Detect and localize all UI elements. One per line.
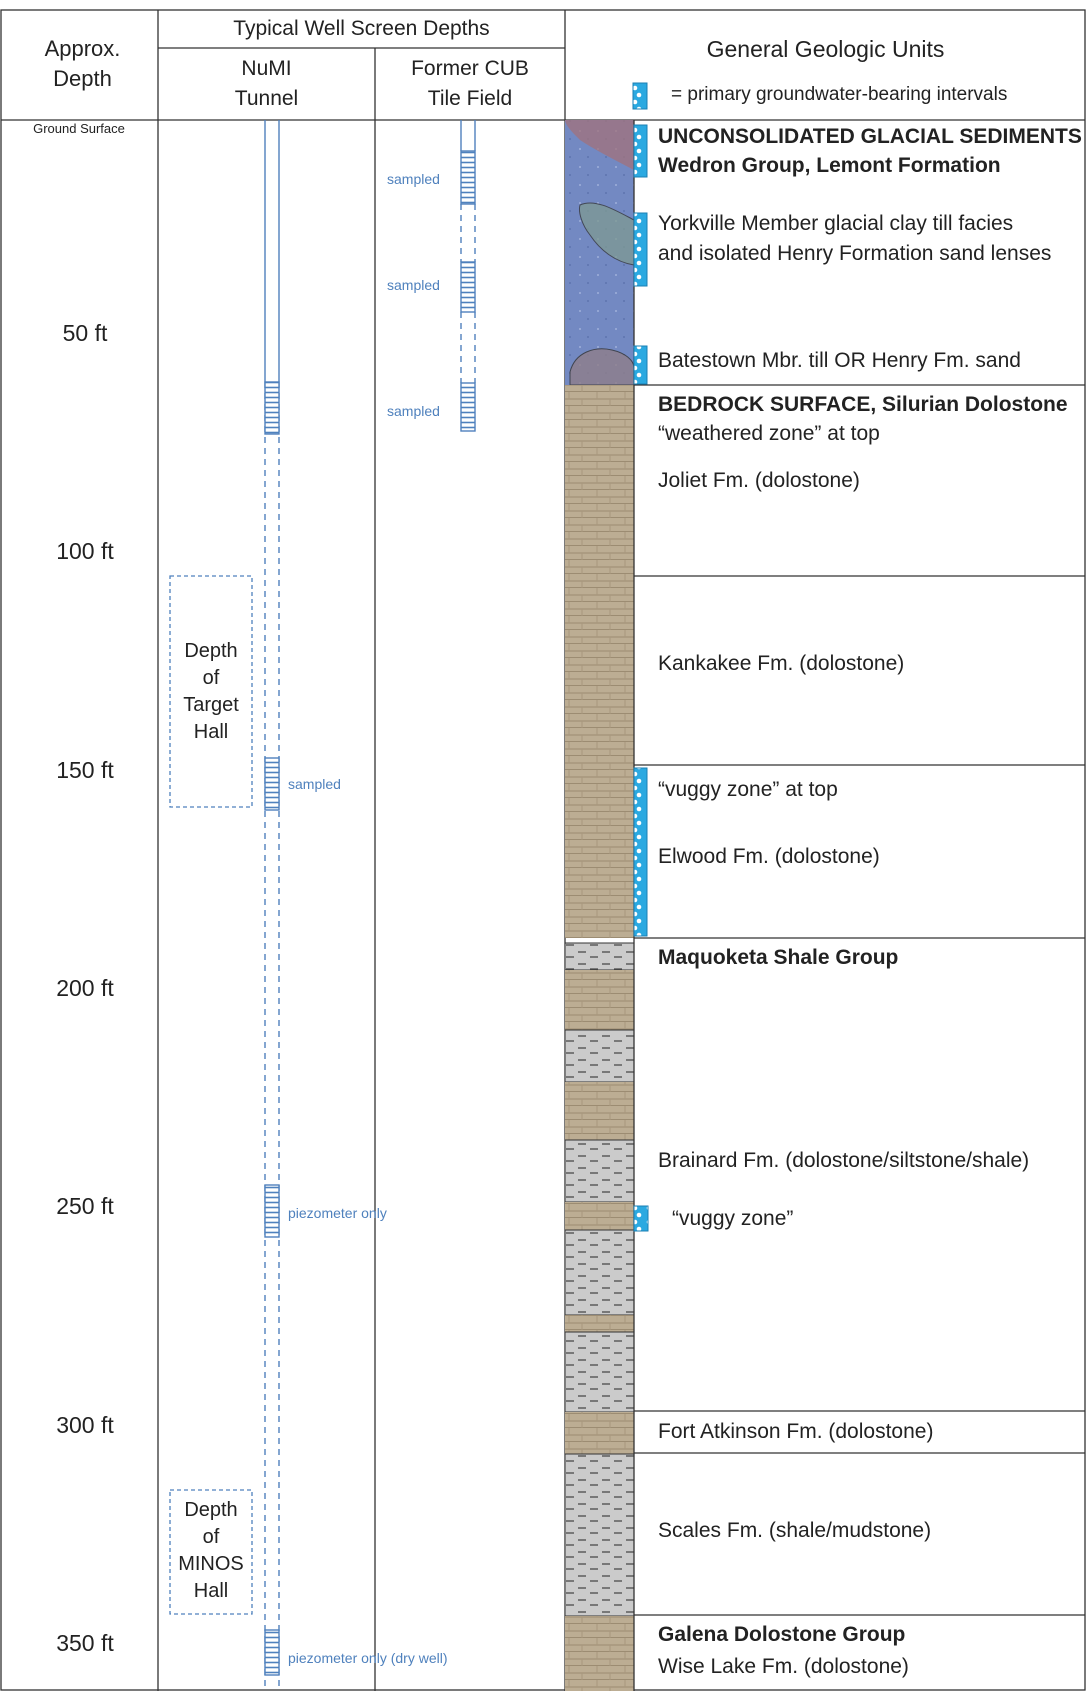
depth-tick-150: 150 ft — [56, 757, 114, 783]
well-screen-group-header: Typical Well Screen Depths — [233, 17, 490, 40]
numi-header-line2: Tunnel — [234, 87, 299, 110]
legend-text: = primary groundwater-bearing intervals — [671, 84, 1008, 105]
dolostone-band-1 — [565, 970, 634, 1030]
depth-header-line2: Depth — [53, 66, 112, 91]
numi-screen-shallow — [264, 381, 280, 435]
unit-glacial-group: Wedron Group, Lemont Formation — [658, 151, 1001, 180]
shale-band-4 — [564, 1229, 635, 1316]
unit-galena-text: Galena Dolostone Group — [658, 1623, 906, 1646]
depth-tick-200: 200 ft — [56, 975, 114, 1001]
minos-hall-box — [169, 1489, 253, 1615]
unit-yorkville-line2: and isolated Henry Formation sand lenses — [658, 242, 1052, 265]
depth-tick-300: 300 ft — [56, 1412, 114, 1438]
cub-column-header: Former CUB Tile Field — [375, 54, 565, 114]
unit-galena: Galena Dolostone Group — [658, 1620, 905, 1649]
depth-tick-350: 350 ft — [56, 1630, 114, 1656]
cub-screen-2 — [460, 261, 476, 313]
unit-maquoketa-text: Maquoketa Shale Group — [658, 946, 899, 969]
groundwater-marker-elwood — [633, 767, 648, 937]
numi-screen-piezometer-dry — [264, 1629, 280, 1676]
cub-header-line2: Tile Field — [427, 87, 513, 110]
minos-hall-line1: Depth — [184, 1499, 238, 1521]
target-hall-line2: of — [202, 667, 220, 689]
shale-band-5 — [564, 1331, 635, 1413]
unit-vuggy-zone: “vuggy zone” — [672, 1207, 794, 1230]
numi-piezometer-label: piezometer only — [288, 1205, 387, 1221]
depth-tick-250: 250 ft — [56, 1193, 114, 1219]
numi-sampled-label: sampled — [288, 776, 341, 792]
minos-hall-line3: MINOS — [178, 1553, 244, 1575]
unit-brainard: Brainard Fm. (dolostone/siltstone/shale) — [658, 1149, 1030, 1172]
cub-header-line1: Former CUB — [411, 57, 529, 80]
unit-kankakee: Kankakee Fm. (dolostone) — [658, 652, 905, 675]
unit-batestown: Batestown Mbr. till OR Henry Fm. sand — [658, 349, 1021, 372]
target-hall-line1: Depth — [184, 640, 238, 662]
numi-screen-piezometer — [264, 1184, 280, 1238]
sand-lens — [579, 202, 635, 266]
unit-joliet: Joliet Fm. (dolostone) — [658, 469, 860, 492]
dolostone-band-4 — [565, 1315, 634, 1332]
unit-glacial-title-text: UNCONSOLIDATED GLACIAL SEDIMENTS — [658, 125, 1082, 148]
numi-piezometer-dry-label: piezometer only (dry well) — [288, 1650, 448, 1666]
unit-yorkville-line1: Yorkville Member glacial clay till facie… — [658, 212, 1014, 235]
minos-hall-label: Depth of MINOS Hall — [170, 1497, 252, 1605]
depth-tick-50: 50 ft — [62, 320, 108, 346]
shale-band-3 — [564, 1139, 635, 1203]
unit-glacial-group-text: Wedron Group, Lemont Formation — [658, 154, 1001, 177]
groundwater-marker-yorkville — [633, 212, 648, 287]
target-hall-line4: Hall — [193, 721, 229, 743]
legend-groundwater-icon — [632, 82, 648, 110]
target-hall-box — [169, 575, 253, 808]
numi-screen-sampled — [264, 757, 280, 811]
unit-maquoketa: Maquoketa Shale Group — [658, 943, 898, 972]
unit-wise-lake: Wise Lake Fm. (dolostone) — [658, 1655, 909, 1678]
numi-header-line1: NuMI — [241, 57, 292, 80]
galena-dolostone-layer — [565, 1616, 634, 1691]
cub-sampled-label-1: sampled — [387, 171, 440, 187]
unit-scales: Scales Fm. (shale/mudstone) — [658, 1519, 932, 1542]
depth-tick-100: 100 ft — [56, 538, 114, 564]
minos-hall-line4: Hall — [193, 1580, 229, 1602]
unit-weathered-zone: “weathered zone” at top — [658, 422, 880, 445]
depth-column-header: Approx. Depth — [10, 34, 155, 94]
geologic-column — [564, 120, 635, 1691]
cub-sampled-label-3: sampled — [387, 403, 440, 419]
till-facies-lens — [565, 120, 634, 170]
numi-column-header: NuMI Tunnel — [158, 54, 375, 114]
minos-hall-line2: of — [202, 1526, 220, 1548]
target-hall-label: Depth of Target Hall — [170, 638, 252, 746]
target-hall-line3: Target — [183, 694, 239, 716]
numi-well — [264, 120, 280, 1691]
dolostone-band-3 — [565, 1202, 634, 1230]
cub-screen-1 — [460, 150, 476, 205]
shale-band-2 — [564, 1029, 635, 1083]
unit-glacial-title: UNCONSOLIDATED GLACIAL SEDIMENTS — [658, 122, 1082, 151]
geologic-units-header: General Geologic Units — [706, 36, 945, 62]
ground-surface-label: Ground Surface — [33, 121, 125, 136]
scales-shale-layer — [564, 1453, 635, 1617]
groundwater-marker-brainard-vuggy — [633, 1205, 649, 1232]
unit-bedrock-title: BEDROCK SURFACE, Silurian Dolostone — [658, 390, 1068, 419]
cub-sampled-label-2: sampled — [387, 277, 440, 293]
cub-well — [460, 120, 476, 432]
groundwater-marker-batestown — [633, 345, 648, 385]
dolostone-layer-silurian — [565, 385, 634, 938]
groundwater-interval-markers — [632, 82, 649, 1232]
fort-atkinson-dolostone-layer — [565, 1412, 634, 1454]
shale-band-1 — [564, 942, 635, 971]
dolostone-band-2 — [565, 1082, 634, 1140]
unit-bedrock-title-text: BEDROCK SURFACE, Silurian Dolostone — [658, 393, 1068, 416]
groundwater-marker-glacial-top — [633, 124, 648, 178]
unit-fort-atkinson: Fort Atkinson Fm. (dolostone) — [658, 1420, 934, 1443]
depth-header-line1: Approx. — [44, 36, 121, 61]
unit-vuggy-top: “vuggy zone” at top — [658, 778, 838, 801]
cub-screen-3 — [460, 382, 476, 432]
unit-elwood: Elwood Fm. (dolostone) — [658, 845, 880, 868]
